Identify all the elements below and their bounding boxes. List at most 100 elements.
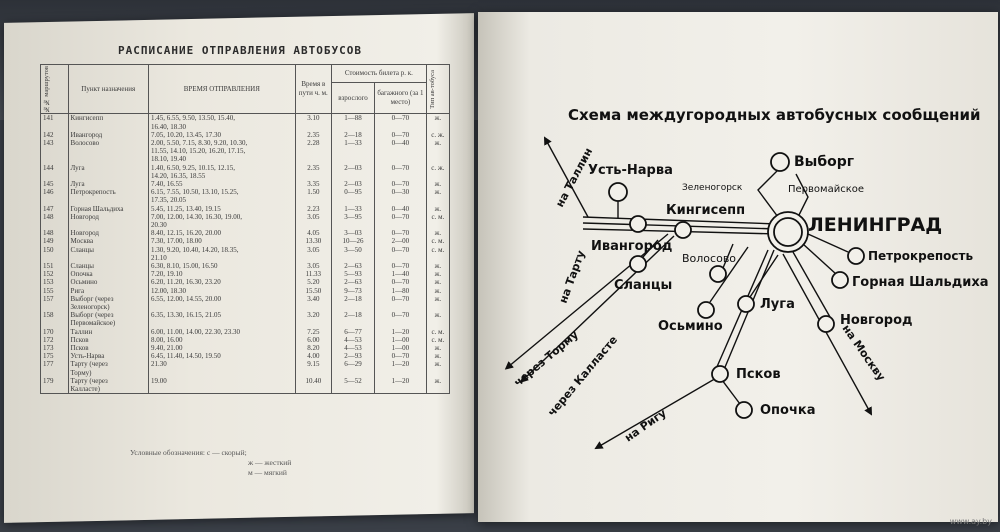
cell-dur: 2.35 — [294, 163, 333, 172]
city-labels: ЛЕНИНГРАД Выборг Усть-Нарва Зеленогорск … — [588, 154, 989, 418]
cell-type — [425, 122, 451, 131]
cell-bag: 1—00 — [373, 344, 427, 353]
cell-dest — [67, 147, 150, 156]
cell-bag — [373, 147, 427, 156]
cell-dur: 3.05 — [294, 245, 333, 254]
cell-dest: Волосово — [67, 138, 150, 148]
map-title: Схема междугородных автобусных сообщений — [568, 106, 981, 124]
cell-type: ж. — [425, 344, 451, 353]
cell-bag — [373, 319, 427, 328]
route-line — [721, 379, 741, 405]
cell-dur — [294, 220, 333, 230]
cell-dur: 3.20 — [294, 311, 333, 320]
label-pskov: Псков — [736, 367, 781, 382]
table-row: Торму) — [40, 368, 451, 377]
cell-no: 173 — [40, 344, 69, 353]
cell-bag: 1—20 — [373, 327, 427, 336]
cell-times: 6.00, 11.00, 14.00, 22.30, 23.30 — [148, 327, 296, 336]
legend-line: ж — жесткий — [248, 458, 292, 467]
cell-dur: 8.20 — [294, 344, 333, 353]
cell-dest — [67, 253, 150, 262]
cell-dur — [294, 171, 333, 180]
cell-bag: 0—40 — [373, 138, 427, 148]
label-leningrad: ЛЕНИНГРАД — [808, 214, 942, 236]
cell-no: 147 — [40, 204, 69, 213]
cell-type — [425, 171, 451, 180]
cell-bag: 0—70 — [373, 130, 427, 139]
cell-dest: Усть-Нарва — [67, 352, 150, 361]
legend-line: Условные обозначения: с — скорый; — [130, 448, 247, 457]
cell-dest: Новгород — [67, 212, 150, 221]
cell-type: ж. — [425, 360, 451, 369]
cell-dur: 6.00 — [294, 335, 333, 345]
cell-dest: Кингисепп — [67, 113, 150, 123]
cell-dur — [294, 253, 333, 262]
cell-adult: 4—53 — [331, 335, 375, 345]
cell-adult — [331, 147, 375, 156]
cell-dur: 2.35 — [294, 130, 333, 139]
route-line — [795, 173, 809, 218]
header-adult: взрослого — [331, 81, 375, 115]
cell-dest: Луга — [67, 179, 150, 189]
cell-no — [40, 196, 69, 205]
cell-no — [40, 253, 69, 262]
cell-adult: 2—93 — [331, 352, 375, 361]
cell-dur: 1.50 — [294, 188, 333, 197]
cell-no — [40, 171, 69, 180]
cell-type: с. м. — [425, 245, 451, 254]
cell-type — [425, 147, 451, 156]
cell-bag — [373, 385, 427, 395]
cell-type: ж. — [425, 179, 451, 189]
cell-type — [425, 303, 451, 312]
cell-dur: 13.30 — [294, 237, 333, 246]
cell-dur — [294, 155, 333, 164]
station-kingisepp — [674, 221, 692, 239]
cell-bag — [373, 220, 427, 230]
station-slantsy — [629, 255, 647, 273]
routes — [504, 136, 873, 450]
cell-dur: 3.40 — [294, 294, 333, 303]
table-row: 20.30 — [40, 220, 451, 230]
schedule-table: №№ маршрутов Пункт назначения ВРЕМЯ ОТПР… — [40, 63, 451, 395]
legend: Условные обозначения: с — скорый; ж — же… — [130, 448, 291, 478]
cell-dest — [67, 220, 150, 230]
cell-dest: Тарту (через — [67, 360, 150, 369]
label-osmino: Осьмино — [658, 319, 723, 334]
cell-dest: Сланцы — [67, 245, 150, 254]
cell-dur: 2.23 — [294, 204, 333, 213]
cell-dest: Выборг (через — [67, 294, 150, 303]
cell-times: 6.35, 13.30, 16.15, 21.05 — [148, 311, 296, 320]
cell-dest — [67, 155, 150, 164]
cell-no: 146 — [40, 188, 69, 197]
cell-type: с. м. — [425, 237, 451, 246]
station-osmino — [697, 301, 715, 319]
cell-dest: Луга — [67, 163, 150, 172]
cell-times: 2.00, 5.50, 7.15, 8.30, 9.20, 10.30, — [148, 138, 296, 148]
cell-dur — [294, 147, 333, 156]
cell-type: с. ж. — [425, 163, 451, 172]
header-route-no: №№ маршрутов — [43, 66, 50, 113]
cell-adult: 2—18 — [331, 311, 375, 320]
route-line — [519, 235, 675, 383]
cell-adult: 3—50 — [331, 245, 375, 254]
cell-dur: 3.35 — [294, 179, 333, 189]
cell-times: 21.30 — [148, 360, 296, 369]
cell-adult — [331, 303, 375, 312]
cell-type: ж. — [425, 376, 451, 386]
station-opochka — [735, 401, 753, 419]
header-baggage: багажного (за 1 место) — [373, 81, 427, 115]
cell-dur: 3.05 — [294, 261, 333, 271]
cell-bag — [373, 196, 427, 205]
cell-bag: 1—80 — [373, 286, 427, 295]
cell-bag: 0—70 — [373, 311, 427, 320]
